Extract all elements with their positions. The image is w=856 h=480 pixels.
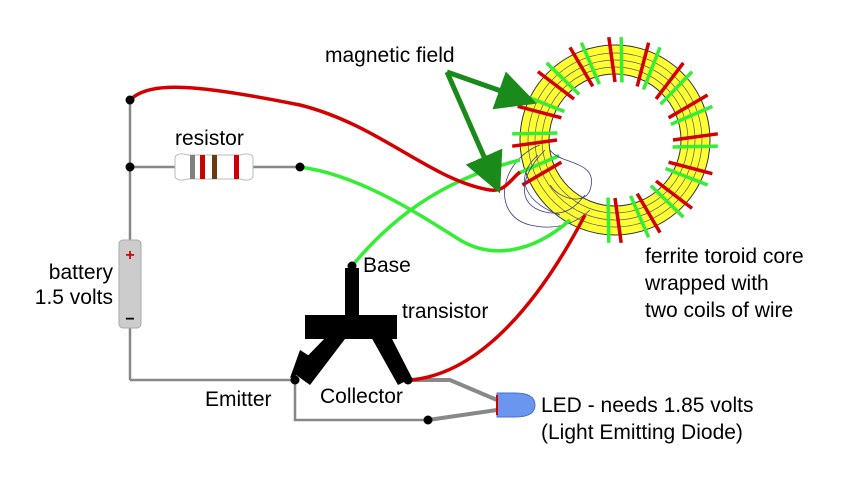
magnetic-field-lines [504, 144, 592, 228]
coil-turn-red [654, 61, 685, 101]
led-label-line1: LED - needs 1.85 volts [541, 394, 753, 417]
led-label-line2: (Light Emitting Diode) [541, 421, 743, 444]
coil-turn-red [668, 160, 713, 176]
resistor-band [200, 155, 205, 179]
toroid-label-line1: ferrite toroid core [645, 245, 804, 268]
coil-turn-green [659, 70, 694, 106]
gray-wires [128, 100, 498, 422]
coil-turn-green [606, 197, 611, 243]
coil-turn-green [672, 144, 718, 149]
coil-turn-green [512, 131, 558, 136]
coil-turn-red [536, 70, 576, 101]
coil-turn-red [635, 192, 662, 234]
coil-turn-green [619, 37, 624, 83]
collector-label: Collector [320, 385, 403, 408]
junction-dots [125, 95, 433, 425]
base-label: Base [363, 254, 411, 277]
magnetic-field-label: magnetic field [325, 44, 455, 67]
coil-turn-green [670, 104, 714, 126]
coil-turn-red [568, 46, 595, 88]
resistor [174, 153, 254, 181]
coil-turn-red [521, 160, 563, 187]
led [496, 392, 536, 418]
battery-plus: + [125, 247, 134, 264]
resistor-band [234, 155, 239, 179]
toroid-label-line3: two coils of wire [645, 299, 793, 322]
coil-turn-green [641, 46, 662, 91]
coil-turn-red [654, 179, 694, 210]
coil-turn-red [635, 42, 651, 87]
coil-turn-red [613, 197, 623, 244]
coil-turn-green [579, 41, 601, 85]
coil-turn-green [629, 195, 651, 239]
battery-label-line1: battery [49, 261, 114, 284]
emitter-arrow [290, 350, 322, 378]
transistor-collector-lead [370, 335, 412, 385]
battery: + − [118, 239, 142, 329]
wire-led-cathode [427, 408, 498, 422]
coil-turn-red [607, 36, 617, 83]
coil-turn-green [664, 166, 709, 187]
wire-emitter-led [293, 380, 428, 422]
resistor-band [212, 155, 217, 179]
resistor-band [190, 155, 195, 179]
transistor-label: transistor [402, 300, 488, 323]
wire-collector-led [410, 378, 498, 402]
battery-label-line2: 1.5 volts [35, 286, 113, 309]
coil-turn-green [649, 184, 685, 219]
magnetic-field-arrows [444, 69, 537, 194]
coil-turn-red [672, 132, 719, 142]
toroid-label-line2: wrapped with [644, 272, 769, 295]
battery-minus: − [125, 311, 134, 328]
coil-turn-green [516, 154, 560, 176]
ferrite-toroid-core [511, 36, 719, 244]
resistor-label: resistor [175, 127, 244, 150]
emitter-label: Emitter [205, 388, 272, 411]
coil-turn-green [545, 61, 581, 96]
wire-coil-to-collector [409, 214, 587, 382]
transistor [290, 268, 412, 385]
wire-resistor-to-coil [299, 165, 572, 253]
transistor-base-lead [345, 268, 359, 318]
coil-turn-red [511, 138, 558, 148]
coil-turn-red [667, 93, 709, 120]
transistor-emitter-lead [292, 335, 348, 385]
